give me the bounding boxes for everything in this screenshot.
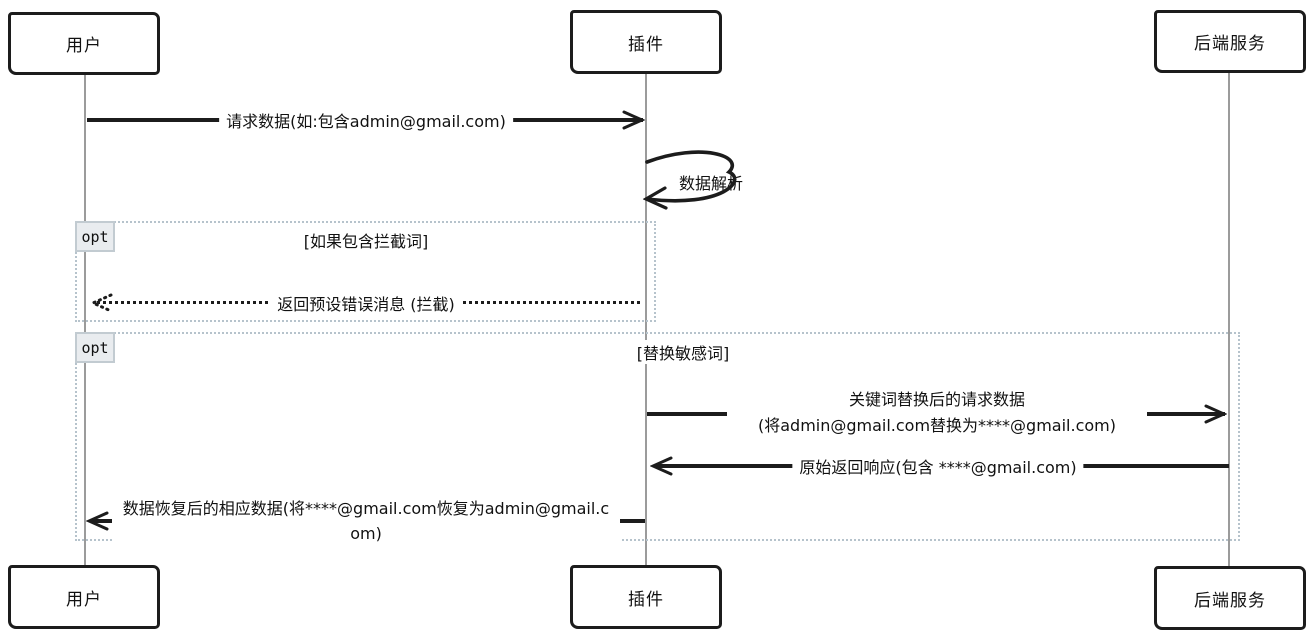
message-restored-label: 数据恢复后的相应数据(将****@gmail.com恢复为admin@gmail… bbox=[112, 495, 620, 547]
opt2-condition-label: [替换敏感词] bbox=[630, 340, 736, 364]
self-loop-icon bbox=[643, 150, 751, 216]
message-replaced-label: 关键词替换后的请求数据 (将admin@gmail.com替换为****@gma… bbox=[727, 386, 1147, 440]
actor-user-top: 用户 bbox=[8, 12, 160, 75]
opt-keyword-badge: opt bbox=[75, 221, 115, 252]
arrowhead-right-icon bbox=[621, 109, 645, 131]
actor-backend-label: 后端服务 bbox=[1194, 590, 1266, 611]
arrowhead-left-dotted-icon bbox=[90, 292, 114, 314]
actor-user-label: 用户 bbox=[66, 589, 102, 610]
opt-keyword-badge: opt bbox=[75, 332, 115, 363]
lifeline-plugin bbox=[645, 73, 647, 566]
lifeline-backend bbox=[1228, 72, 1230, 567]
arrowhead-left-icon bbox=[650, 455, 674, 477]
actor-plugin-label: 插件 bbox=[628, 34, 664, 55]
opt-fragment-block: opt bbox=[75, 221, 656, 322]
actor-backend-bottom: 后端服务 bbox=[1154, 566, 1306, 630]
actor-plugin-top: 插件 bbox=[570, 10, 722, 74]
message-request-label: 请求数据(如:包含admin@gmail.com) bbox=[219, 107, 513, 133]
actor-user-bottom: 用户 bbox=[8, 565, 160, 629]
opt-keyword-label: opt bbox=[81, 338, 109, 357]
opt-keyword-label: opt bbox=[81, 227, 109, 246]
arrowhead-right-icon bbox=[1203, 403, 1227, 425]
actor-backend-top: 后端服务 bbox=[1154, 10, 1306, 73]
arrowhead-left-icon bbox=[86, 510, 110, 532]
opt-fragment-replace: opt bbox=[75, 332, 1240, 541]
actor-plugin-bottom: 插件 bbox=[570, 565, 722, 629]
message-blocked-label: 返回预设错误消息 (拦截) bbox=[270, 290, 462, 316]
message-replaced-line2: (将admin@gmail.com替换为****@gmail.com) bbox=[757, 416, 1116, 435]
message-parse-label: 数据解析 bbox=[671, 169, 751, 195]
actor-backend-label: 后端服务 bbox=[1194, 34, 1266, 54]
actor-user-label: 用户 bbox=[66, 36, 102, 56]
message-replaced-line1: 关键词替换后的请求数据 bbox=[848, 390, 1025, 409]
actor-plugin-label: 插件 bbox=[628, 589, 664, 610]
message-raw-response-label: 原始返回响应(包含 ****@gmail.com) bbox=[792, 453, 1084, 479]
opt1-condition-label: [如果包含拦截词] bbox=[297, 228, 435, 252]
